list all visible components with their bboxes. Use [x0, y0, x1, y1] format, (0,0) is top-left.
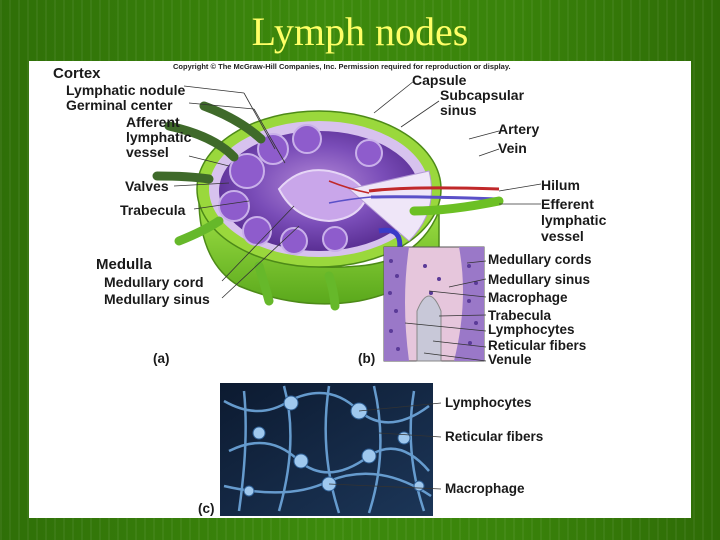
micrograph-b	[383, 246, 485, 362]
label-subcapsular-2: sinus	[440, 102, 477, 118]
label-b-medullary-sinus: Medullary sinus	[488, 272, 591, 287]
label-medullary-sinus: Medullary sinus	[104, 291, 210, 307]
label-trabecula: Trabecula	[120, 202, 186, 218]
label-cortex: Cortex	[53, 65, 101, 82]
sem-micrograph-c	[220, 383, 433, 516]
efferent-vessel	[409, 196, 504, 216]
label-efferent-3: vessel	[541, 228, 584, 244]
label-efferent-1: Efferent	[541, 196, 594, 212]
copyright-notice: Copyright © The McGraw-Hill Companies, I…	[173, 62, 511, 71]
label-c-reticular-fibers: Reticular fibers	[445, 429, 544, 444]
label-efferent-2: lymphatic	[541, 212, 607, 228]
panel-label-b: (b)	[358, 351, 376, 366]
label-b-medullary-cords: Medullary cords	[488, 252, 592, 267]
leader-lines	[173, 80, 542, 490]
label-b-trabecula: Trabecula	[488, 308, 552, 323]
label-b-lymphocytes: Lymphocytes	[488, 322, 575, 337]
label-medullary-cord: Medullary cord	[104, 274, 204, 290]
label-b-reticular-fibers: Reticular fibers	[488, 338, 587, 353]
label-c-lymphocytes: Lymphocytes	[445, 395, 532, 410]
lymphatic-nodules	[218, 124, 383, 255]
lymph-node-illustration	[152, 80, 542, 516]
label-lymphatic-nodule: Lymphatic nodule	[66, 82, 186, 98]
label-valves: Valves	[125, 178, 169, 194]
label-hilum: Hilum	[541, 177, 580, 193]
label-afferent-2: lymphatic	[126, 129, 192, 145]
label-subcapsular-1: Subcapsular	[440, 87, 525, 103]
hilum-vessels	[328, 180, 500, 204]
label-artery: Artery	[498, 121, 540, 137]
label-c-macrophage: Macrophage	[445, 481, 525, 496]
slide-title: Lymph nodes	[251, 9, 469, 54]
label-medulla: Medulla	[96, 256, 152, 273]
label-germinal-center: Germinal center	[66, 97, 173, 113]
label-capsule: Capsule	[412, 72, 467, 88]
label-b-macrophage: Macrophage	[488, 290, 568, 305]
label-afferent-3: vessel	[126, 144, 169, 160]
panel-label-a: (a)	[153, 351, 170, 366]
label-afferent-1: Afferent	[126, 114, 180, 130]
label-b-venule: Venule	[488, 352, 532, 367]
panel-label-c: (c)	[198, 501, 215, 516]
afferent-vessels	[152, 101, 340, 311]
label-vein: Vein	[498, 140, 527, 156]
